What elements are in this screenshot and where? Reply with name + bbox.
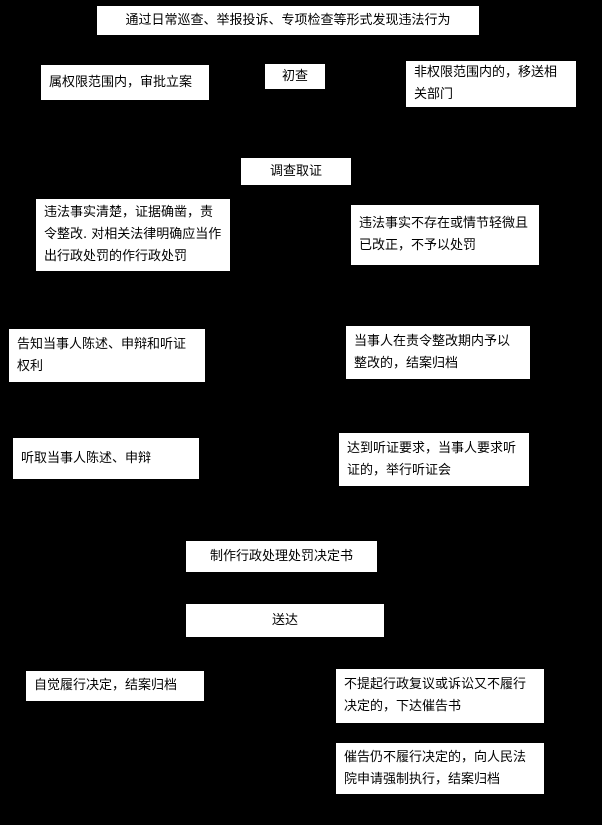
node-hold-hearing: 达到听证要求，当事人要求听证的，举行听证会 [338, 432, 530, 487]
node-make-penalty-decision: 制作行政处理处罚决定书 [185, 540, 378, 573]
node-deliver-decision: 送达 [185, 603, 385, 638]
node-rectified-case-closed: 当事人在责令整改期内予以整改的，结案归档 [345, 325, 531, 380]
node-issue-reminder-notice: 不提起行政复议或诉讼又不履行决定的，下达催告书 [335, 668, 545, 724]
node-initial-check: 初查 [264, 63, 326, 90]
node-hear-statement-defense: 听取当事人陈述、申辩 [12, 437, 200, 480]
node-file-case: 属权限范围内，审批立案 [40, 64, 210, 101]
node-investigate-evidence: 调查取证 [240, 157, 352, 186]
node-apply-compulsory-enforcement: 催告仍不履行决定的，向人民法院申请强制执行，结案归档 [335, 742, 545, 795]
node-transfer-other-department: 非权限范围内的，移送相关部门 [405, 60, 577, 108]
node-voluntary-compliance: 自觉履行决定，结案归档 [25, 670, 205, 702]
node-discover-violation: 通过日常巡查、举报投诉、专项检查等形式发现违法行为 [96, 5, 480, 36]
node-no-penalty: 违法事实不存在或情节轻微且已改正，不予以处罚 [350, 204, 540, 266]
node-inform-rights: 告知当事人陈述、申辩和听证权利 [8, 328, 206, 383]
node-order-rectification: 违法事实清楚，证据确凿，责令整改. 对相关法律明确应当作出行政处罚的作行政处罚 [35, 198, 231, 272]
